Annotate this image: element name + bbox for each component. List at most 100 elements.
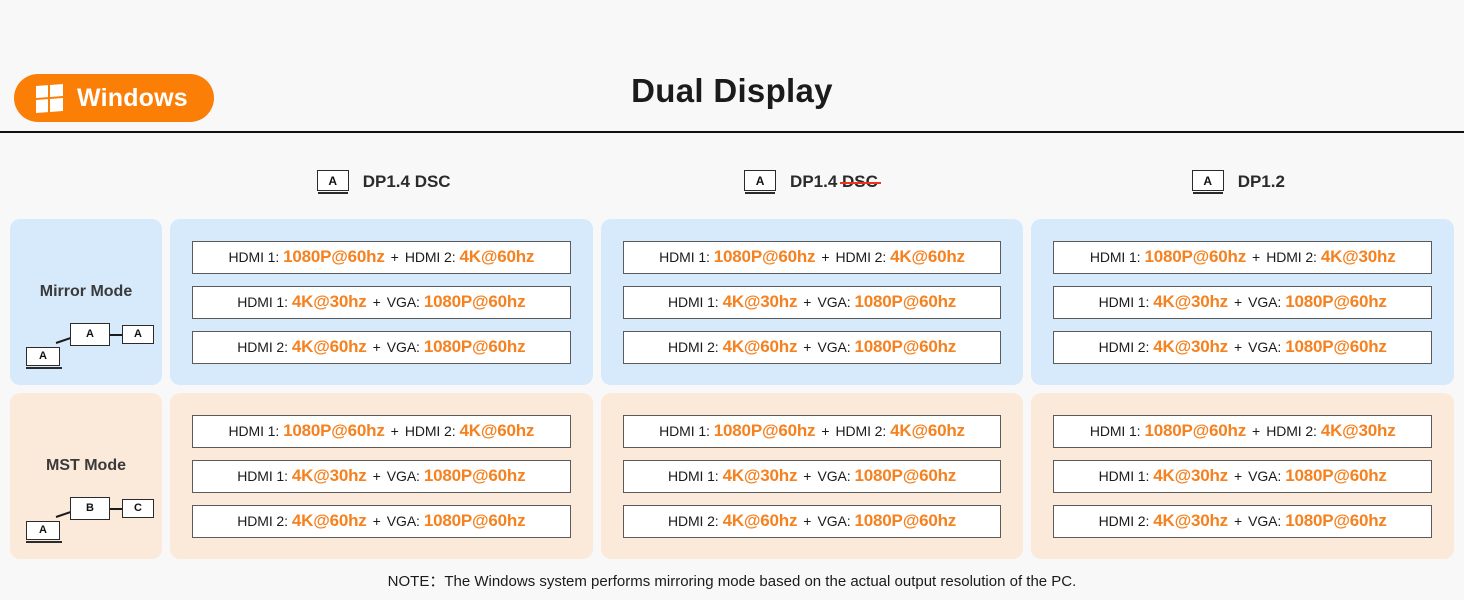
laptop-node: A — [26, 521, 60, 540]
resolution-cell: HDMI 1: 1080P@60hz + HDMI 2: 4K@60hz — [192, 414, 571, 448]
cell-value-a: 4K@30hz — [1153, 292, 1228, 311]
cell-label-b: VGA: — [1248, 513, 1282, 529]
cell-label-a: HDMI 2: — [237, 339, 288, 355]
cell-separator: + — [372, 513, 381, 529]
cell-label-a: HDMI 1: — [237, 468, 288, 484]
monitor-icon-base — [317, 191, 348, 194]
mode-panel-mirror: Mirror Mode A A A — [10, 219, 162, 385]
cell-separator: + — [1233, 513, 1243, 529]
resolution-cell: HDMI 1: 1080P@60hz + HDMI 2: 4K@60hz — [192, 240, 571, 274]
cell-label-a: HDMI 1: — [1089, 423, 1141, 439]
column-header-label: DP1.2 — [1237, 172, 1285, 191]
monitor-icon: A — [316, 170, 349, 194]
cell-label-b: HDMI 2: — [404, 249, 456, 265]
cell-value-a: 1080P@60hz — [713, 421, 816, 440]
cells-panel-mst-dp14-dsc: HDMI 1: 1080P@60hz + HDMI 2: 4K@60hz HDM… — [170, 393, 593, 559]
cell-separator: + — [1233, 294, 1243, 310]
cell-value-a: 4K@30hz — [722, 466, 798, 485]
cell-separator: + — [821, 249, 830, 265]
cell-value-a: 1080P@60hz — [283, 247, 385, 266]
table-row-mirror-mode: Mirror Mode A A A HDMI 1: 1080P@60hz + H… — [10, 219, 1455, 385]
laptop-node: A — [26, 347, 60, 366]
cell-value-a: 4K@60hz — [291, 511, 367, 530]
cell-label-a: HDMI 2: — [1098, 513, 1150, 529]
cell-label-b: HDMI 2: — [1266, 249, 1317, 265]
monitor-icon: A — [744, 170, 777, 194]
cell-label-a: HDMI 1: — [1089, 249, 1141, 265]
cell-separator: + — [803, 294, 812, 310]
resolution-cell: HDMI 2: 4K@60hz + VGA: 1080P@60hz — [192, 330, 571, 364]
mode-title: MST Mode — [46, 457, 126, 474]
cell-value-a: 4K@30hz — [1153, 511, 1228, 530]
column-header-label: DP1.4 DSC — [362, 172, 451, 191]
cell-label-a: HDMI 2: — [667, 339, 719, 355]
cell-label-a: HDMI 1: — [237, 294, 288, 310]
cell-label-b: VGA: — [386, 468, 420, 484]
display-node-right: C — [122, 499, 154, 518]
cell-separator: + — [372, 468, 381, 484]
column-header-dp12: A DP1.2 — [1025, 158, 1452, 206]
resolution-cell: HDMI 1: 4K@30hz + VGA: 1080P@60hz — [192, 285, 571, 319]
cell-separator: + — [1252, 249, 1261, 265]
cell-label-a: HDMI 1: — [1098, 294, 1150, 310]
cell-value-a: 4K@30hz — [722, 292, 798, 311]
column-header-label-struck: DSC — [840, 172, 881, 191]
cell-value-b: 1080P@60hz — [423, 466, 526, 485]
cell-label-b: VGA: — [817, 339, 851, 355]
cells-panel-mst-dp12: HDMI 1: 1080P@60hz + HDMI 2: 4K@30hz HDM… — [1031, 393, 1455, 559]
os-badge: Windows — [14, 74, 214, 122]
cell-value-a: 4K@30hz — [291, 466, 367, 485]
cell-value-b: 1080P@60hz — [1285, 466, 1387, 485]
cell-value-b: 1080P@60hz — [423, 292, 526, 311]
cell-separator: + — [372, 339, 381, 355]
compatibility-grid: Mirror Mode A A A HDMI 1: 1080P@60hz + H… — [10, 219, 1455, 559]
resolution-cell: HDMI 1: 1080P@60hz + HDMI 2: 4K@60hz — [622, 414, 1002, 448]
cell-label-b: HDMI 2: — [1266, 423, 1317, 439]
resolution-cell: HDMI 1: 1080P@60hz + HDMI 2: 4K@30hz — [1053, 240, 1433, 274]
cell-value-b: 4K@60hz — [890, 247, 965, 266]
cell-value-a: 4K@60hz — [722, 511, 798, 530]
cell-label-a: HDMI 1: — [667, 294, 719, 310]
resolution-cell: HDMI 1: 4K@30hz + VGA: 1080P@60hz — [622, 459, 1002, 493]
cell-label-a: HDMI 2: — [1098, 339, 1150, 355]
resolution-cell: HDMI 1: 4K@30hz + VGA: 1080P@60hz — [622, 285, 1002, 319]
resolution-cell: HDMI 1: 1080P@60hz + HDMI 2: 4K@60hz — [622, 240, 1002, 274]
cell-value-b: 4K@30hz — [1320, 247, 1396, 266]
resolution-cell: HDMI 2: 4K@60hz + VGA: 1080P@60hz — [622, 504, 1002, 538]
cell-value-b: 4K@60hz — [459, 421, 535, 440]
cell-label-b: HDMI 2: — [404, 423, 456, 439]
resolution-cell: HDMI 1: 1080P@60hz + HDMI 2: 4K@30hz — [1053, 414, 1433, 448]
cell-value-a: 4K@30hz — [1153, 466, 1228, 485]
cell-value-b: 4K@60hz — [890, 421, 965, 440]
header-divider — [0, 131, 1464, 133]
mst-mode-diagram: A B C — [26, 495, 154, 543]
connector-line-horizontal — [110, 508, 122, 510]
cell-label-b: VGA: — [1248, 294, 1282, 310]
cell-value-b: 1080P@60hz — [1285, 292, 1387, 311]
cell-value-b: 1080P@60hz — [854, 292, 957, 311]
cell-value-a: 4K@60hz — [291, 337, 367, 356]
cell-label-b: VGA: — [386, 294, 420, 310]
column-headers: A DP1.4 DSC A DP1.4 DSC A DP1.2 — [170, 158, 1452, 206]
cell-value-a: 4K@60hz — [722, 337, 798, 356]
cell-value-a: 1080P@60hz — [283, 421, 385, 440]
cell-separator: + — [390, 423, 399, 439]
cell-separator: + — [1252, 423, 1261, 439]
resolution-cell: HDMI 2: 4K@30hz + VGA: 1080P@60hz — [1053, 330, 1433, 364]
column-header-label: DP1.4 DSC — [790, 172, 881, 192]
monitor-icon-base — [745, 191, 776, 194]
cell-value-b: 1080P@60hz — [423, 511, 526, 530]
display-node-right: A — [122, 325, 154, 344]
column-header-label-main: DP1.4 — [790, 172, 843, 191]
cell-separator: + — [390, 249, 399, 265]
cell-value-a: 1080P@60hz — [1144, 421, 1246, 440]
cell-separator: + — [803, 468, 812, 484]
cell-separator: + — [821, 423, 830, 439]
page-title: Dual Display — [631, 72, 833, 109]
cell-label-b: VGA: — [1248, 339, 1282, 355]
mirror-mode-diagram: A A A — [26, 321, 154, 369]
cell-value-a: 4K@30hz — [291, 292, 367, 311]
cell-value-a: 4K@30hz — [1153, 337, 1228, 356]
cell-label-a: HDMI 1: — [659, 249, 710, 265]
cell-value-b: 1080P@60hz — [854, 511, 957, 530]
